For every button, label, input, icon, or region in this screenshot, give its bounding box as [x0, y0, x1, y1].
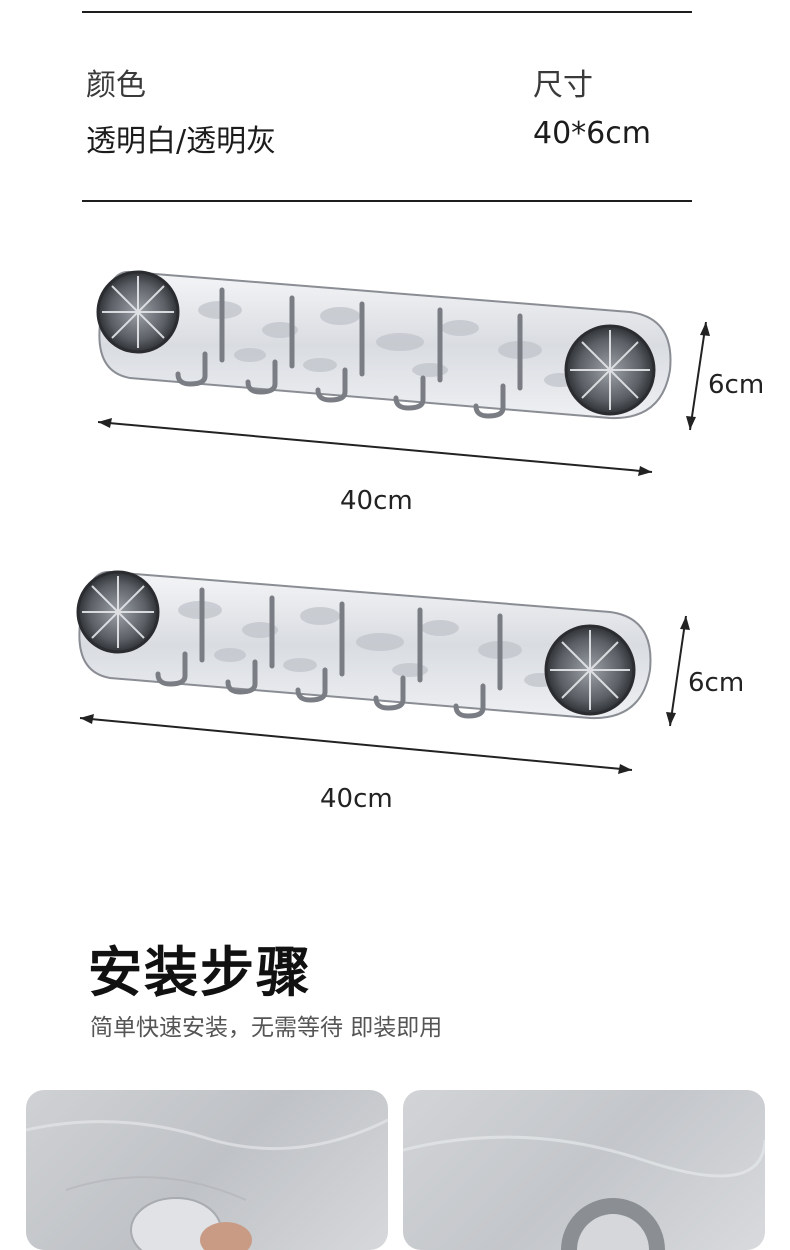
size-value: 40*6cm — [533, 116, 651, 151]
rack-illustration-2 — [76, 570, 690, 774]
install-subtitle: 简单快速安装，无需等待 即装即用 — [90, 1015, 443, 1041]
rack-1-height-label: 6cm — [708, 370, 765, 400]
rack-2-height-label: 6cm — [688, 668, 745, 698]
color-value: 透明白/透明灰 — [86, 124, 277, 159]
bottom-rule — [82, 200, 692, 202]
rack-2-width-label: 40cm — [320, 784, 393, 814]
size-label: 尺寸 — [533, 68, 593, 103]
top-rule — [82, 11, 692, 13]
install-photo-2-image — [403, 1135, 765, 1250]
install-photo-1-image — [26, 1118, 388, 1250]
install-photo-1 — [26, 1090, 388, 1250]
rack-diagram-1: 6cm 40cm — [0, 250, 790, 530]
install-photo-2 — [403, 1090, 765, 1250]
install-title: 安装步骤 — [88, 941, 312, 1004]
rack-illustration-1 — [96, 270, 710, 476]
rack-diagram-2: 6cm 40cm — [0, 550, 790, 830]
color-label: 颜色 — [86, 68, 146, 103]
rack-1-width-label: 40cm — [340, 486, 413, 516]
